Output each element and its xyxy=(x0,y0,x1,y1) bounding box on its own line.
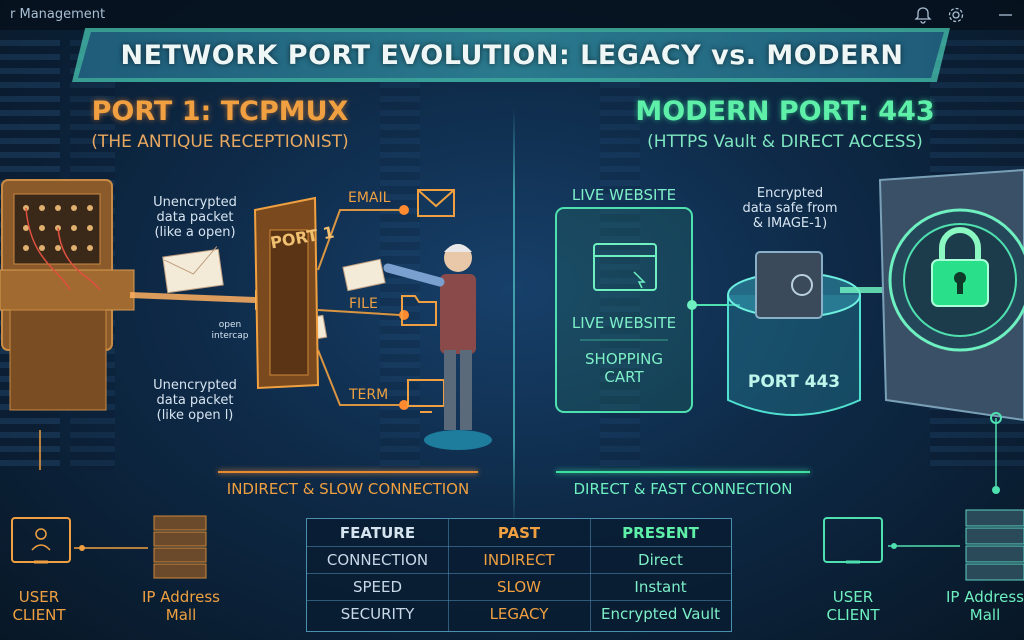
legacy-client-label: USER CLIENT xyxy=(8,588,70,624)
server-icon xyxy=(965,509,1024,581)
encrypted-line: Encrypted xyxy=(756,186,824,201)
envelope-icon xyxy=(162,246,224,294)
table-cell: CONNECTION xyxy=(326,551,429,569)
encrypted-line: & IMAGE-1) xyxy=(752,216,828,231)
client-label-line: CLIENT xyxy=(826,606,880,624)
packet-label-line: data packet xyxy=(156,210,234,225)
table-divider xyxy=(590,519,591,631)
server-label-line: Mall xyxy=(165,606,197,624)
legacy-server-label: IP Address Mall xyxy=(126,588,236,624)
table-cell: Instant xyxy=(634,578,687,596)
table-cell: SLOW xyxy=(497,578,541,596)
legacy-client-server xyxy=(11,515,207,579)
server-icon xyxy=(153,515,207,579)
banner xyxy=(78,32,944,78)
monitor-icon xyxy=(823,517,883,564)
client-label-line: USER xyxy=(832,588,874,606)
shopping-cart-label: SHOPPING CART xyxy=(556,350,692,386)
service-email: EMAIL xyxy=(348,190,391,206)
table-cell: Encrypted Vault xyxy=(600,605,721,623)
modern-client-label: USER CLIENT xyxy=(820,588,886,624)
legacy-port-subtitle: (THE ANTIQUE RECEPTIONIST) xyxy=(91,132,349,152)
window-title: r Management xyxy=(10,7,106,22)
server-label-line: Mall xyxy=(969,606,1001,624)
padlock-icon xyxy=(931,227,989,307)
direct-connection-label: DIRECT & FAST CONNECTION xyxy=(573,480,793,498)
section-divider xyxy=(513,108,515,528)
table-cell: SECURITY xyxy=(340,605,415,623)
packet-label-line: data packet xyxy=(156,393,234,408)
envelope-icon xyxy=(342,258,386,292)
comparison-table: FEATURE PAST PRESENT CONNECTION INDIRECT… xyxy=(306,518,732,632)
live-website-title: LIVE WEBSITE xyxy=(571,186,677,204)
table-divider xyxy=(307,573,731,574)
legacy-illustration xyxy=(0,179,492,470)
gear-icon[interactable] xyxy=(947,6,965,24)
indirect-bar xyxy=(218,471,478,473)
table-header-feature: FEATURE xyxy=(339,524,416,542)
modern-port-title: MODERN PORT: 443 xyxy=(635,96,935,127)
packet-label-line: Unencrypted xyxy=(153,195,237,210)
modern-port-subtitle: (HTTPS Vault & DIRECT ACCESS) xyxy=(647,132,923,152)
cart-label-line: SHOPPING xyxy=(585,350,663,368)
browser-icon xyxy=(593,243,657,291)
switchboard-icon xyxy=(0,179,135,411)
port-door xyxy=(253,196,320,390)
encrypted-line: data safe from xyxy=(742,201,838,216)
port-443-label: PORT 443 xyxy=(747,372,841,392)
safe-icon xyxy=(755,251,823,319)
table-header-present: PRESENT xyxy=(622,524,699,542)
table-header-past: PAST xyxy=(497,524,541,542)
packet-label-line: (like a open) xyxy=(154,225,236,240)
intercept-label: open intercap xyxy=(200,320,260,342)
client-label-line: CLIENT xyxy=(12,606,66,624)
table-cell: SPEED xyxy=(352,578,403,596)
table-divider xyxy=(307,546,731,547)
server-label-line: IP Address xyxy=(142,588,220,606)
table-cell: INDIRECT xyxy=(483,551,555,569)
monitor-icon xyxy=(11,517,71,564)
table-divider xyxy=(448,519,449,631)
packet-label-line: (like open l) xyxy=(156,408,234,423)
table-divider xyxy=(307,600,731,601)
receptionist-figure xyxy=(383,244,492,450)
bell-icon[interactable] xyxy=(914,6,932,24)
direct-bar xyxy=(556,471,810,473)
modern-server-label: IP Address Mall xyxy=(946,588,1024,624)
packet-label-top: Unencrypted data packet (like a open) xyxy=(150,195,240,240)
modern-client-server xyxy=(823,412,1024,581)
table-cell: Direct xyxy=(638,551,683,569)
service-term: TERM xyxy=(349,387,389,403)
server-rack-background xyxy=(380,40,420,470)
server-label-line: IP Address xyxy=(946,588,1024,606)
modern-illustration xyxy=(555,168,1024,422)
cart-label-line: CART xyxy=(604,368,644,386)
client-label-line: USER xyxy=(18,588,60,606)
packet-label-line: Unencrypted xyxy=(153,378,237,393)
indirect-connection-label: INDIRECT & SLOW CONNECTION xyxy=(226,480,470,498)
packet-label-bottom: Unencrypted data packet (like open l) xyxy=(150,378,240,423)
folder-icon xyxy=(401,295,437,326)
live-website-inner-label: LIVE WEBSITE xyxy=(571,314,677,332)
service-file: FILE xyxy=(349,296,378,312)
envelope-icon xyxy=(417,189,455,217)
legacy-port-title: PORT 1: TCPMUX xyxy=(91,96,349,127)
terminal-icon xyxy=(407,379,445,413)
encrypted-label: Encrypted data safe from & IMAGE-1) xyxy=(730,186,850,231)
table-cell: LEGACY xyxy=(489,605,549,623)
menu-icon[interactable] xyxy=(996,6,1014,24)
intercept-line: intercap xyxy=(211,331,249,341)
banner-title: NETWORK PORT EVOLUTION: LEGACY vs. MODER… xyxy=(120,40,904,71)
intercept-line: open xyxy=(218,320,242,330)
window-titlebar: r Management xyxy=(0,0,1024,30)
